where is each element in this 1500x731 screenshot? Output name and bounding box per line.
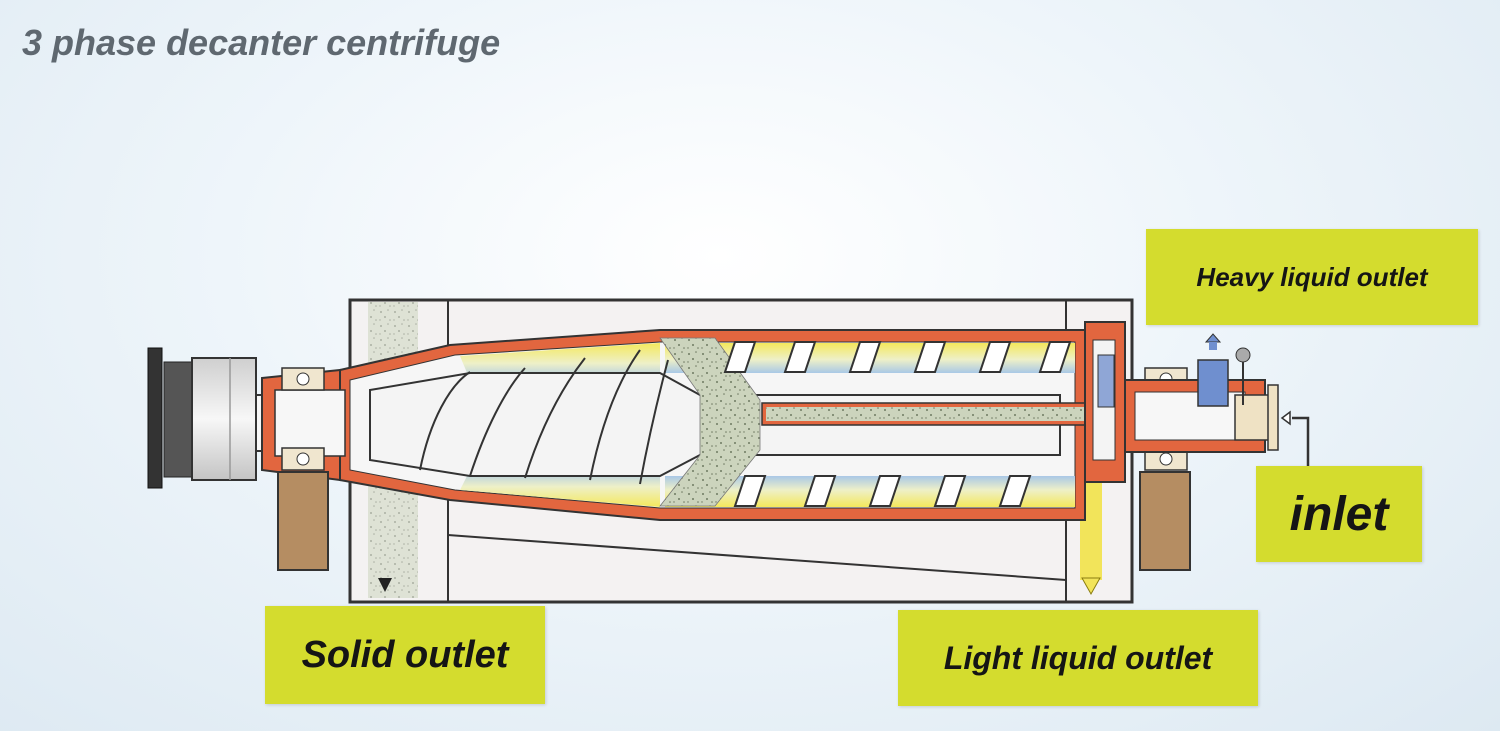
support-right bbox=[1139, 471, 1191, 571]
scroll-flights-cone bbox=[419, 349, 669, 485]
heavy-liquid-outlet-label: Heavy liquid outlet bbox=[1146, 229, 1478, 325]
light-liquid-outlet-label: Light liquid outlet bbox=[898, 610, 1258, 706]
liquid-layer-bottom-cone bbox=[460, 470, 660, 507]
bowl-end-plate bbox=[1084, 321, 1126, 483]
right-hub bbox=[1124, 379, 1279, 453]
scroll-flights-bottom bbox=[733, 475, 1032, 507]
inlet-label: inlet bbox=[1256, 466, 1422, 562]
pulley bbox=[147, 347, 257, 489]
support-left bbox=[277, 471, 329, 571]
inlet-arrow bbox=[1280, 410, 1310, 466]
liquid-layer-top-cone bbox=[460, 343, 660, 380]
solid-outlet-label: Solid outlet bbox=[265, 606, 545, 704]
heavy-liquid-fitting bbox=[1197, 333, 1251, 407]
scroll-flights-top bbox=[723, 341, 1072, 373]
page-title: 3 phase decanter centrifuge bbox=[22, 22, 501, 63]
bearing-left bbox=[281, 367, 325, 471]
